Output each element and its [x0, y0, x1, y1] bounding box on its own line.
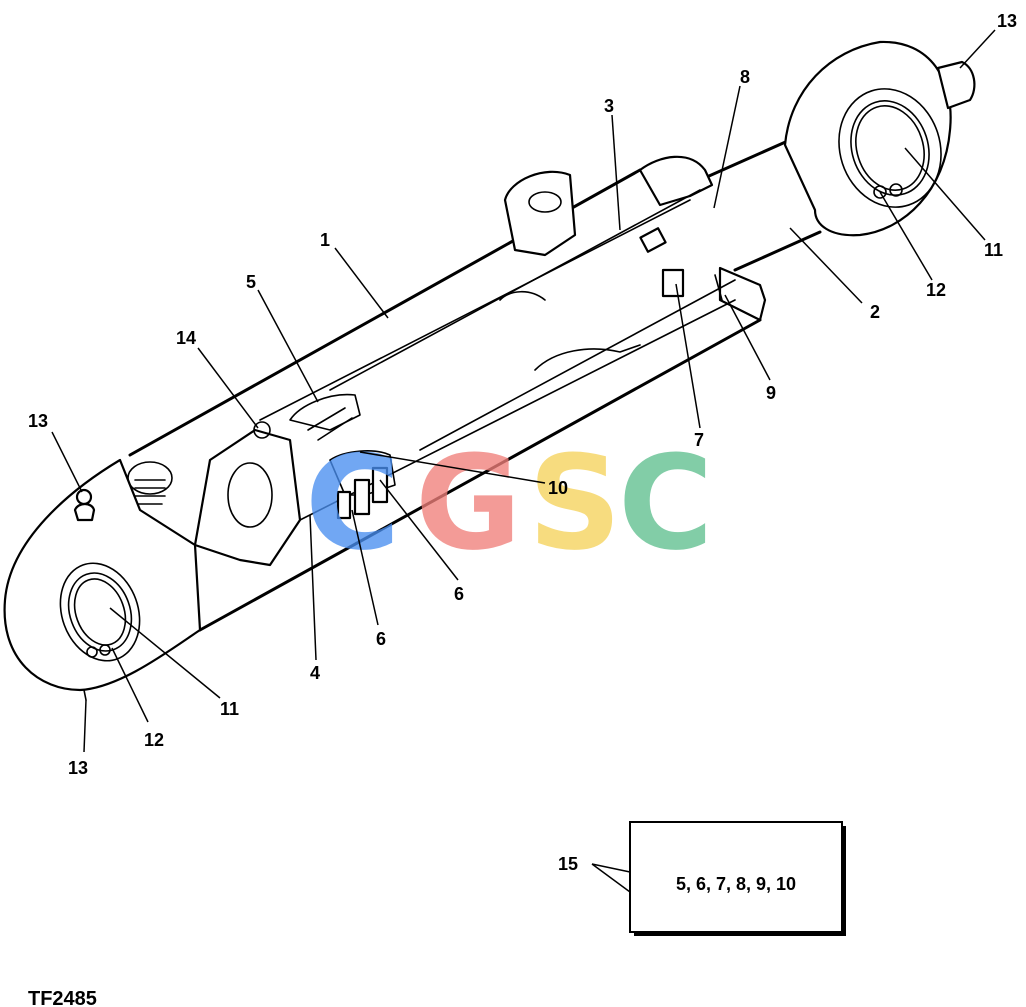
callout-5: 5 — [246, 272, 256, 292]
leader-lines — [51, 29, 996, 893]
callout-12b: 12 — [144, 730, 164, 750]
callout-7: 7 — [694, 430, 704, 450]
figure-id: TF2485 — [28, 988, 97, 1007]
callout-1: 1 — [320, 230, 330, 250]
watermark-letter-c1: C — [305, 427, 400, 579]
callout-6b: 6 — [376, 629, 386, 649]
callout-13b: 13 — [28, 411, 48, 431]
seal-kit-box: 5, 6, 7, 8, 9, 10 — [629, 821, 846, 936]
watermark-letter-s: S — [528, 427, 622, 579]
callout-2: 2 — [870, 302, 880, 322]
callout-14: 14 — [176, 328, 196, 348]
cylinder-base-eye — [3, 421, 302, 701]
callout-10: 10 — [548, 478, 568, 498]
callout-12a: 12 — [926, 280, 946, 300]
rod-end-eye — [783, 40, 976, 237]
callout-3: 3 — [604, 96, 614, 116]
watermark-letter-c2: C — [618, 427, 713, 579]
cylinder-barrel — [128, 155, 767, 632]
watermark-letter-g: G — [415, 427, 522, 579]
callout-11a: 11 — [984, 240, 1003, 260]
seal-kit-contents: 5, 6, 7, 8, 9, 10 — [676, 874, 796, 894]
piston-seals — [289, 393, 396, 520]
callout-13a: 13 — [997, 11, 1017, 31]
callout-15: 15 — [558, 854, 578, 874]
watermark: C G S C — [305, 427, 713, 579]
piston-rod — [698, 138, 822, 272]
callout-4: 4 — [310, 663, 320, 683]
callout-6a: 6 — [454, 584, 464, 604]
callout-13c: 13 — [68, 758, 88, 778]
callout-9: 9 — [766, 383, 776, 403]
callout-11b: 11 — [220, 699, 239, 719]
callout-labels: 1 2 3 4 5 6 6 7 8 9 10 11 11 12 12 13 13… — [28, 11, 1017, 874]
callout-8: 8 — [740, 67, 750, 87]
